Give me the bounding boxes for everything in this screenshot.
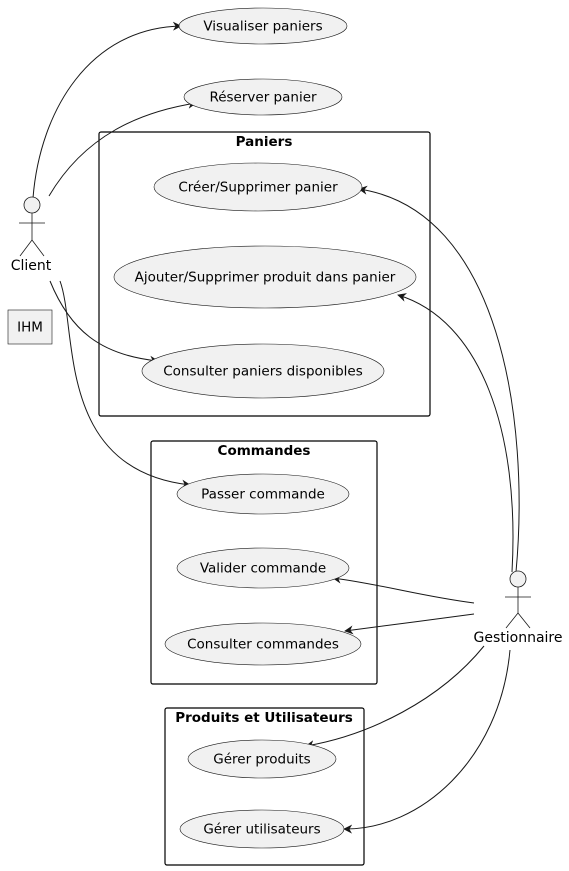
usecase-ajouter-supprimer-produit: Ajouter/Supprimer produit dans panier [113,245,417,309]
edge-client-visualiser [32,21,182,199]
edge-gestionnaire-valider [332,574,475,604]
usecase-label: Passer commande [201,487,325,503]
usecase-label: Gérer utilisateurs [203,822,320,838]
usecase-label: Consulter commandes [187,637,339,653]
package-paniers: Paniers [98,131,431,417]
usecase-label: Gérer produits [213,752,310,768]
package-title: Paniers [236,134,293,150]
usecase-visualiser-paniers: Visualiser paniers [178,7,348,45]
package-produits-utilisateurs: Produits et Utilisateurs [164,707,365,866]
edges [32,21,520,834]
package-title: Commandes [218,443,311,459]
edge-client-reserver [48,99,197,197]
edge-gestionnaire-ajouter [397,293,514,573]
edge-gestionnaire-consulter-commandes [344,613,475,635]
package-title: Produits et Utilisateurs [175,710,353,726]
edge-gestionnaire-creer [358,185,520,573]
usecase-reserver-panier: Réserver panier [183,78,343,116]
component-label: IHM [17,320,43,336]
usecase-label: Consulter paniers disponibles [163,364,363,380]
usecase-consulter-commandes: Consulter commandes [164,622,362,666]
edge-client-consulter-paniers [49,280,159,365]
package-commandes: Commandes [150,440,378,685]
usecase-gerer-utilisateurs: Gérer utilisateurs [179,809,345,849]
usecase-label: Ajouter/Supprimer produit dans panier [135,270,396,286]
actor-label: Client [11,258,52,274]
component-ihm: IHM [7,309,53,345]
usecase-gerer-produits: Gérer produits [187,739,337,779]
edge-gestionnaire-gerer-produits [305,645,485,750]
usecase-passer-commande: Passer commande [176,473,350,515]
usecase-label: Visualiser paniers [203,19,322,35]
usecase-label: Valider commande [200,561,326,577]
usecase-consulter-paniers-disponibles: Consulter paniers disponibles [141,343,385,399]
actor-client: Client [11,196,52,274]
usecase-valider-commande: Valider commande [176,547,350,589]
edge-gestionnaire-gerer-utilisateurs [343,649,511,834]
usecase-label: Créer/Supprimer panier [178,180,338,196]
edge-client-passer-commande [59,280,191,489]
usecase-creer-supprimer-panier: Créer/Supprimer panier [153,162,363,212]
actor-gestionnaire: Gestionnaire [474,570,563,646]
actor-label: Gestionnaire [474,630,563,646]
usecase-label: Réserver panier [209,90,317,106]
